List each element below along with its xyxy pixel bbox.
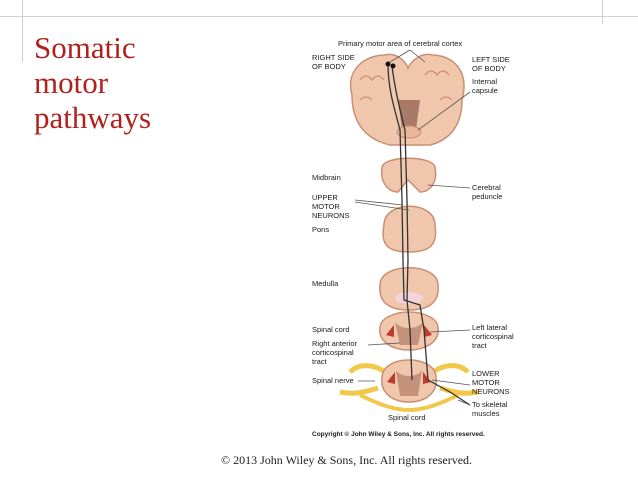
left-rule: [22, 0, 23, 62]
right-anterior-line-2: corticospinal: [312, 348, 354, 357]
label-left-lateral-tract: Left lateral corticospinal tract: [472, 323, 516, 350]
right-rule: [602, 0, 603, 24]
upper-spinal-cord-section: [379, 311, 439, 351]
midbrain-section: [380, 157, 437, 193]
label-spinal-cord-bottom: Spinal cord: [388, 413, 426, 422]
label-midbrain: Midbrain: [312, 173, 341, 182]
slide-copyright: © 2013 John Wiley & Sons, Inc. All right…: [221, 453, 473, 467]
left-lateral-line-1: Left lateral: [472, 323, 507, 332]
upper-motor-line-2: MOTOR: [312, 202, 340, 211]
medulla-section: [379, 267, 439, 311]
cerebral-peduncle-line-1: Cerebral: [472, 183, 501, 192]
cerebral-peduncle-line-2: peduncle: [472, 192, 502, 201]
label-primary-motor-area: Primary motor area of cerebral cortex: [338, 39, 462, 48]
label-to-skeletal-muscles: To skeletal muscles: [472, 400, 510, 418]
label-medulla: Medulla: [312, 279, 339, 288]
brain-section: [349, 53, 465, 146]
pons-section: [382, 205, 437, 253]
upper-motor-line-3: NEURONS: [312, 211, 350, 220]
left-lateral-line-3: tract: [472, 341, 488, 350]
label-cerebral-peduncle: Cerebral peduncle: [472, 183, 503, 201]
left-side-line-1: LEFT SIDE: [472, 55, 510, 64]
label-upper-motor-neurons: UPPER MOTOR NEURONS: [312, 193, 350, 220]
title-line-1: Somatic: [34, 30, 136, 65]
right-side-line-2: OF BODY: [312, 62, 346, 71]
label-lower-motor-neurons: LOWER MOTOR NEURONS: [472, 369, 510, 396]
lower-motor-line-3: NEURONS: [472, 387, 510, 396]
skeletal-muscles-line-2: muscles: [472, 409, 500, 418]
left-lateral-line-2: corticospinal: [472, 332, 514, 341]
internal-capsule-line-2: capsule: [472, 86, 498, 95]
label-pons: Pons: [312, 225, 329, 234]
label-right-side-of-body: RIGHT SIDE OF BODY: [312, 53, 357, 71]
label-left-side-of-body: LEFT SIDE OF BODY: [472, 55, 512, 73]
lower-spinal-cord-section: [339, 359, 479, 412]
lower-motor-line-2: MOTOR: [472, 378, 500, 387]
figure-copyright: Copyright © John Wiley & Sons, Inc. All …: [312, 430, 485, 438]
top-rule: [0, 16, 638, 17]
right-anterior-line-1: Right anterior: [312, 339, 358, 348]
title-line-3: pathways: [34, 100, 152, 135]
skeletal-muscles-line-1: To skeletal: [472, 400, 508, 409]
label-pointer-lines: [354, 49, 471, 406]
right-anterior-line-3: tract: [312, 357, 328, 366]
label-right-anterior-tract: Right anterior corticospinal tract: [312, 339, 359, 366]
title-line-2: motor: [34, 65, 109, 100]
label-internal-capsule: Internal capsule: [472, 77, 499, 95]
internal-capsule-line-1: Internal: [472, 77, 497, 86]
right-side-line-1: RIGHT SIDE: [312, 53, 355, 62]
upper-motor-neuron-tract: [385, 61, 471, 406]
upper-motor-line-1: UPPER: [312, 193, 338, 202]
lower-motor-line-1: LOWER: [472, 369, 500, 378]
slide-title: Somatic motor pathways: [34, 30, 184, 135]
label-spinal-nerve: Spinal nerve: [312, 376, 354, 385]
left-side-line-2: OF BODY: [472, 64, 506, 73]
label-spinal-cord-left: Spinal cord: [312, 325, 350, 334]
